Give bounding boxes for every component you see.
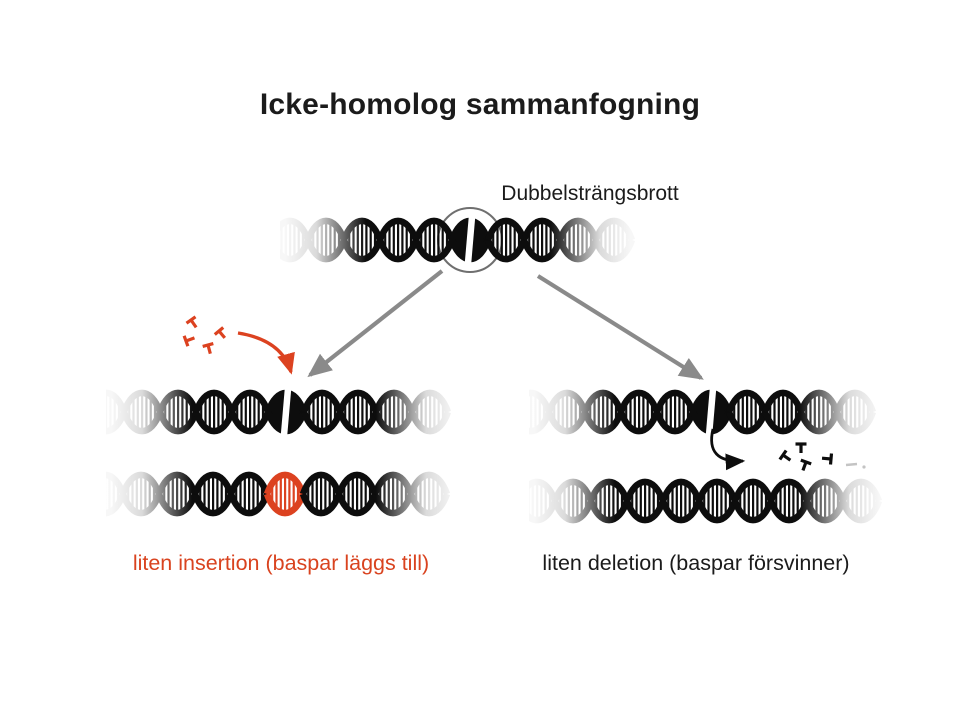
dna-helix-right-broken — [529, 382, 885, 442]
insertion-caption: liten insertion (baspar läggs till) — [132, 551, 430, 575]
dna-helix-left-repaired — [106, 464, 462, 524]
dna-break-gap — [693, 383, 729, 441]
dna-break-gap — [268, 383, 304, 441]
nucleotide-t-icon — [184, 315, 203, 333]
diagram-title: Icke-homolog sammanfogning — [259, 88, 701, 121]
dna-strand-tiles — [106, 383, 448, 441]
double-strand-break-label: Dubbelsträngsbrott — [501, 182, 679, 205]
dna-helix-top-broken — [280, 207, 636, 273]
dna-helix-left-broken — [106, 382, 462, 442]
nucleotide-t-icon — [201, 341, 218, 357]
deletion-caption: liten deletion (baspar försvinner) — [542, 551, 850, 575]
inserted-basepairs-segment — [267, 471, 303, 517]
dna-break-gap — [452, 211, 488, 269]
dna-strand-tiles — [529, 383, 873, 441]
nucleotide-fragments-black — [778, 442, 834, 474]
nucleotide-t-icon — [793, 442, 809, 455]
curved-arrow-red — [237, 331, 295, 375]
nucleotide-t-icon — [213, 325, 231, 344]
gray-arrow-down-right — [536, 274, 704, 380]
dna-strand-tiles — [529, 478, 879, 524]
nucleotide-t-icon — [182, 331, 198, 348]
gray-arrow-down-left — [307, 269, 444, 378]
nucleotide-fragments-red — [182, 315, 231, 357]
faint-fragment-marks — [845, 462, 866, 469]
dna-strand-tiles — [280, 211, 632, 269]
dna-helix-right-repaired — [529, 471, 885, 531]
nucleotide-t-icon — [819, 451, 834, 467]
nucleotide-t-icon — [778, 448, 796, 467]
dna-strand-tiles — [106, 471, 447, 517]
